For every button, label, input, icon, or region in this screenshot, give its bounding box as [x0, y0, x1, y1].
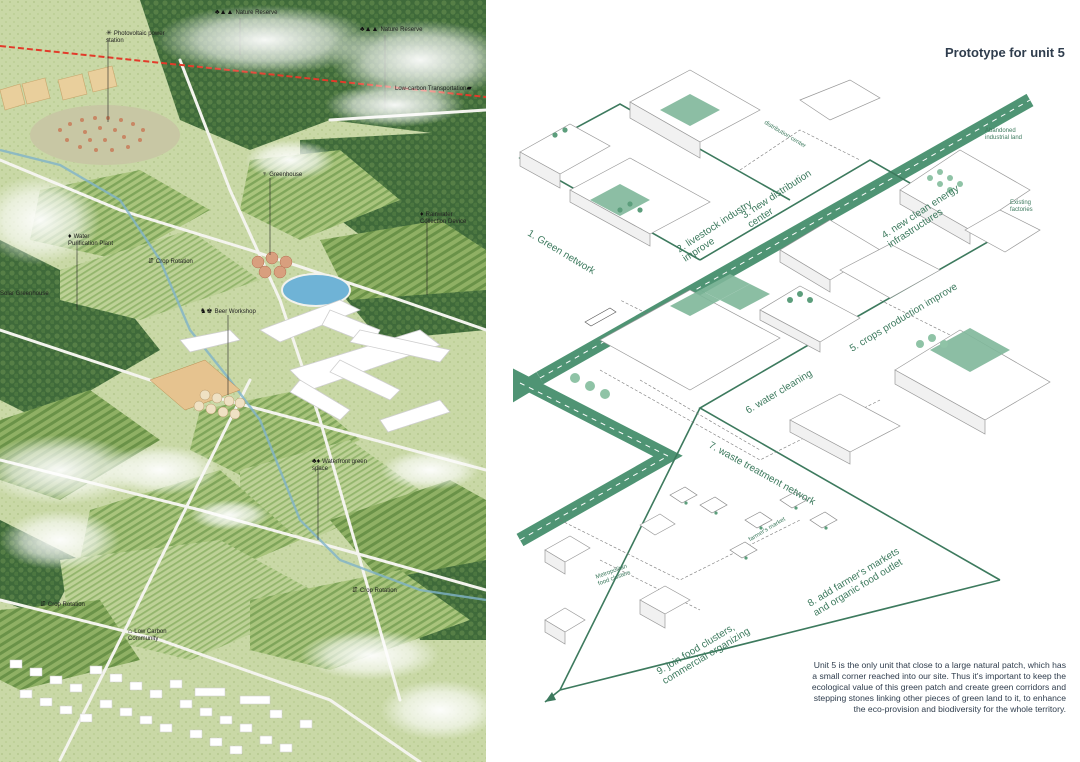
- label-crop-rotation-2: ⇵Crop Rotation: [352, 587, 397, 595]
- label-text: Greenhouse: [269, 172, 303, 178]
- description-line: a small corner reached into our site. Th…: [812, 671, 1066, 681]
- arrowhead: [545, 692, 556, 702]
- label-solar-greenhouse: Solar Greenhouse: [0, 291, 49, 298]
- water-drop-icon: ♦: [420, 211, 424, 218]
- water-drop-icon: ♦: [68, 233, 72, 240]
- sun-icon: ✳: [106, 30, 112, 37]
- tree-icon: ♣♦: [312, 458, 321, 465]
- description-line: the eco-provision and biodiversity for t…: [853, 704, 1066, 714]
- label-waterfront: ♣♦Waterfront green space: [312, 458, 367, 473]
- crop-icon: ⇵: [148, 258, 154, 265]
- label-text: Beer Workshop: [214, 309, 256, 315]
- label-text: Low-carbon Transportation: [395, 86, 467, 92]
- label-text: Crop Rotation: [47, 602, 85, 608]
- label-low-carbon-community: ⌂Low Carbon Community: [128, 628, 188, 643]
- label-text: Crop Rotation: [155, 259, 193, 265]
- crop-icon: ⇵: [40, 601, 46, 608]
- label-text: Photovoltaic power station: [106, 31, 165, 44]
- label-photovoltaic: ✳Photovoltaic power station: [106, 30, 176, 45]
- label-text: Rainwater Collection Device: [420, 212, 467, 225]
- crop-icon: ⇵: [352, 587, 358, 594]
- label-low-carbon-transport: Low-carbon Transportation ▰: [395, 85, 474, 93]
- label-text: Low Carbon Community: [128, 629, 167, 642]
- label-crop-rotation-3: ⇵Crop Rotation: [40, 601, 85, 609]
- prototype-diagram: [486, 0, 1080, 762]
- description-line: ecological value of this green patch and…: [811, 682, 1066, 692]
- label-abandoned-industrial: Abandoned industrial land: [985, 128, 1023, 141]
- description-line: Unit 5 is the only unit that close to a …: [813, 660, 1066, 670]
- label-text: Water Purification Plant: [68, 234, 114, 247]
- label-existing-factories: Existing factories: [1010, 200, 1033, 213]
- cow-icon: ♞♚: [200, 308, 213, 315]
- page-title: Prototype for unit 5: [945, 45, 1065, 60]
- label-greenhouse: ♆Greenhouse: [262, 171, 302, 179]
- label-nature-reserve-2: ♣▲▲Nature Reserve: [360, 26, 422, 34]
- label-text: Solar Greenhouse: [0, 291, 49, 297]
- aerial-rendering: [0, 0, 486, 762]
- label-text: Nature Reserve: [380, 27, 423, 33]
- house-icon: ⌂: [128, 628, 133, 635]
- label-rainwater: ♦Rainwater Collection Device: [420, 211, 475, 226]
- label-text: Nature Reserve: [235, 10, 278, 16]
- label-crop-rotation-1: ⇵Crop Rotation: [148, 258, 193, 266]
- tree-icon: ♣▲▲: [360, 26, 379, 33]
- label-text: Crop Rotation: [359, 588, 397, 594]
- plant-icon: ♆: [262, 171, 268, 178]
- label-beer-workshop: ♞♚Beer Workshop: [200, 308, 256, 316]
- tree-icon: ♣▲▲: [215, 9, 234, 16]
- label-text: Waterfront green space: [312, 459, 367, 472]
- description-line: stepping stones linking other pieces of …: [813, 693, 1066, 703]
- description-paragraph: Unit 5 is the only unit that close to a …: [760, 660, 1066, 715]
- label-water-purification: ♦Water Purification Plant: [68, 233, 120, 248]
- train-icon: ▰: [466, 85, 472, 92]
- label-nature-reserve-1: ♣▲▲Nature Reserve: [215, 9, 277, 17]
